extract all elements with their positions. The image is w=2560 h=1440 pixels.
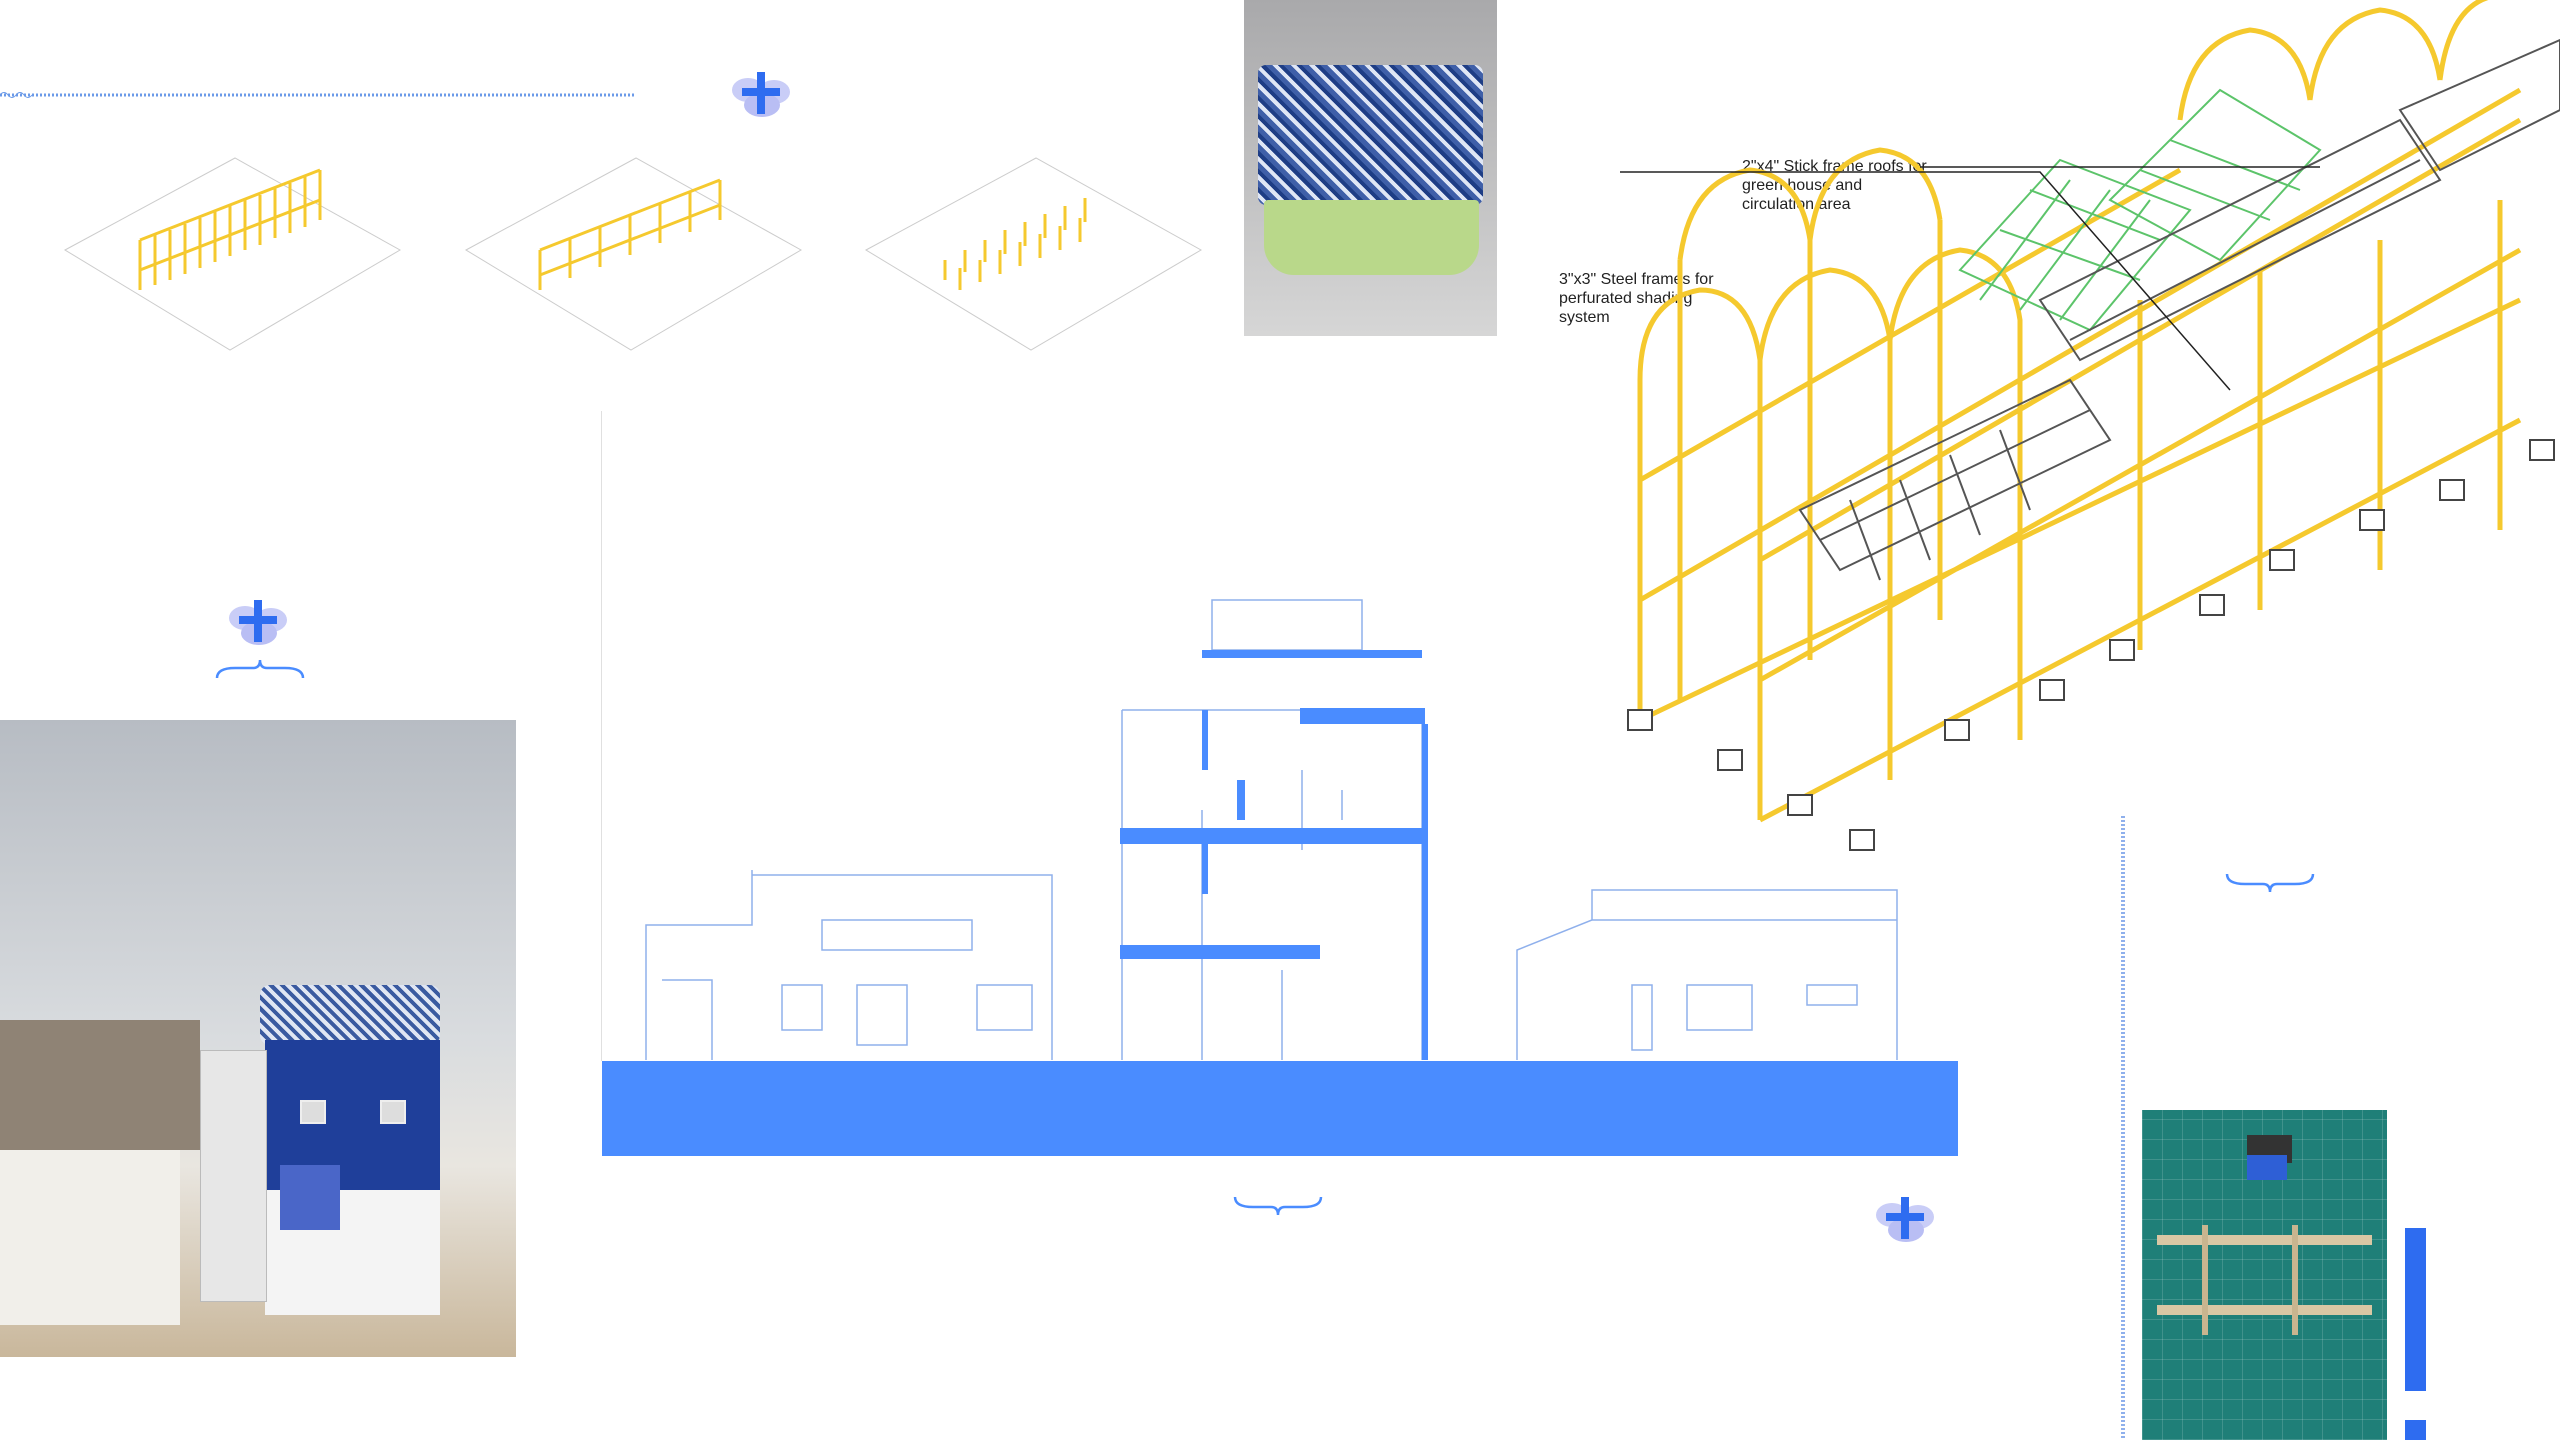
accent-bar	[2405, 1420, 2426, 1440]
plus-flower-icon	[732, 72, 790, 117]
plus-flower-icon	[229, 600, 287, 645]
decorative-dotted-line	[0, 92, 634, 98]
brace-icon	[215, 659, 305, 679]
model-photo-tower	[1244, 0, 1497, 336]
brace-icon	[1233, 1196, 1323, 1216]
building-section-drawing	[602, 599, 1958, 1156]
annotation-stick-frame: 2"x4" Stick frame roofs for green house …	[1742, 158, 1927, 213]
isometric-structure-diagram	[1620, 0, 2560, 851]
decorative-dotted-vertical-line	[2121, 816, 2125, 1440]
annotation-steel-frame: 3"x3" Steel frames for perfurated shadin…	[1559, 271, 1714, 326]
model-photo-cutting-mat	[2142, 1110, 2387, 1440]
brace-icon	[2225, 873, 2315, 893]
plus-flower-icon	[1876, 1197, 1934, 1242]
model-photo-streetscape	[0, 720, 516, 1357]
section-vertical-rule	[601, 411, 602, 1061]
iso-plan-diagram	[63, 157, 1203, 351]
accent-bar	[2405, 1228, 2426, 1391]
